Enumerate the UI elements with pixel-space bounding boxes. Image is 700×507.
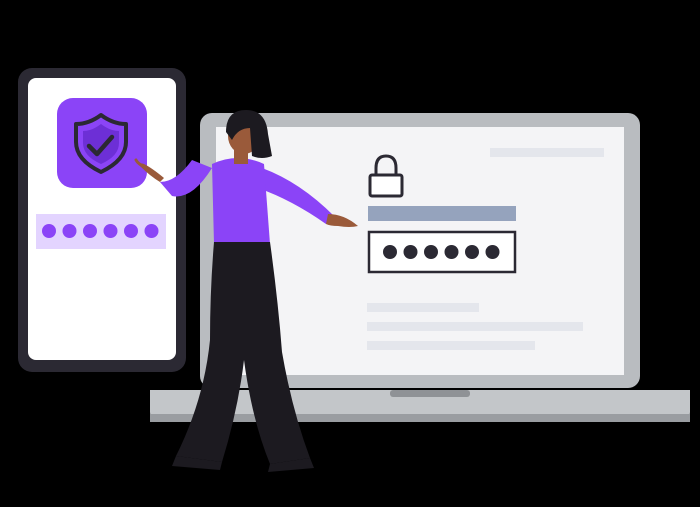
shield-check-icon [74, 113, 128, 174]
phone-password-dots [42, 224, 159, 238]
phone-password-field[interactable] [36, 214, 166, 249]
header-placeholder [490, 148, 604, 157]
person-right-hand [326, 214, 358, 227]
text-placeholder-1 [367, 303, 479, 312]
person [134, 110, 358, 472]
person-right-foot [268, 458, 314, 472]
person-trousers [176, 242, 310, 464]
person-hair [226, 110, 272, 158]
password-dot [42, 224, 56, 238]
padlock-icon [368, 154, 404, 198]
person-left-finger [134, 158, 148, 170]
password-dot [144, 224, 159, 238]
password-dot [83, 224, 97, 238]
text-placeholder-2 [367, 322, 583, 331]
password-dot [124, 224, 138, 238]
password-dots [383, 245, 500, 259]
person-left-arm [160, 160, 212, 197]
password-dot [465, 245, 479, 259]
person-left-foot [172, 456, 222, 470]
phone [18, 68, 186, 372]
password-dot [424, 245, 438, 259]
password-dot [485, 245, 500, 259]
laptop-hinge [390, 390, 470, 397]
password-dot [383, 245, 397, 259]
password-dot [62, 224, 77, 238]
password-field[interactable] [367, 230, 517, 274]
security-app-tile[interactable] [57, 98, 147, 188]
laptop-base-shadow [150, 414, 690, 422]
text-placeholder-3 [367, 341, 535, 350]
password-dot [403, 245, 418, 259]
password-dot [103, 224, 118, 238]
login-form [367, 148, 604, 350]
person-torso [212, 158, 270, 244]
password-dot [444, 245, 459, 259]
username-field[interactable] [368, 206, 516, 221]
person-right-arm [258, 168, 334, 224]
